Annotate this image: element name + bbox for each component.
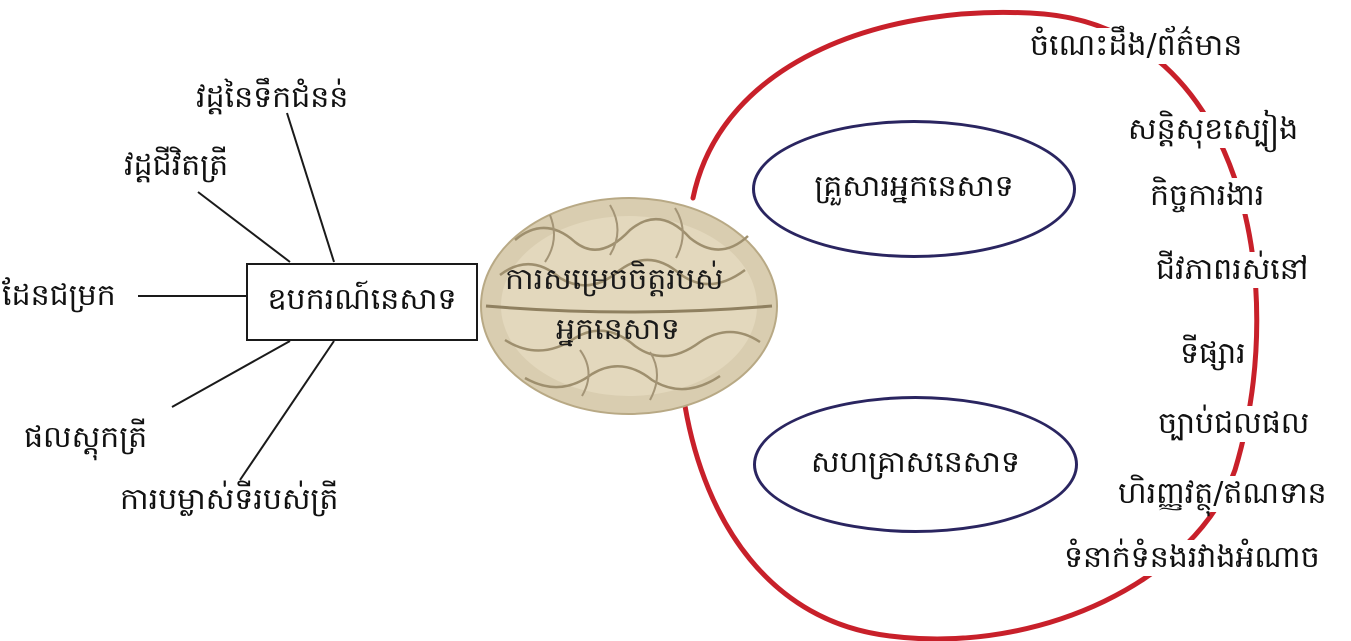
fishing-enterprise-ellipse: សហគ្រាសនេសាទ: [753, 396, 1078, 533]
connector-line: [287, 113, 334, 262]
right-item-livelihood: ជីវភាពរស់នៅ: [1156, 252, 1308, 288]
center-title-line-1: ការសម្រេចចិត្តរបស់: [505, 262, 723, 298]
right-item-power-relations: ទំនាក់ទំនងរវាងអំណាច: [1064, 540, 1320, 576]
right-item-fisheries-law: ច្បាប់ជលផល: [1158, 406, 1309, 442]
right-item-employment: កិច្ចការងារ: [1150, 178, 1264, 214]
left-item-fish-stock: ផលស្តុកត្រី: [24, 420, 147, 456]
connector-line: [172, 341, 290, 407]
center-title-line-2: អ្នកនេសាទ: [556, 312, 680, 348]
left-item-habitat: ដែនជម្រក: [2, 278, 116, 314]
right-item-finance-credit: ហិរញ្ញវត្ថុ/ឥណទាន: [1118, 476, 1327, 512]
fishing-gear-label: ឧបករណ៍នេសាទ: [268, 280, 457, 324]
fishing-enterprise-label: សហគ្រាសនេសាទ: [811, 443, 1020, 487]
fisher-household-label: គ្រួសារអ្នកនេសាទ: [814, 167, 1013, 211]
fisher-household-ellipse: គ្រួសារអ្នកនេសាទ: [752, 120, 1076, 258]
right-item-knowledge: ចំណេះដឹង/ព័ត៌មាន: [1030, 28, 1242, 64]
left-item-fish-life-cycle: វដ្តជីវិតត្រី: [124, 148, 228, 184]
right-item-market: ទីផ្សារ: [1180, 336, 1246, 372]
right-item-food-security: សន្តិសុខស្បៀង: [1128, 112, 1298, 148]
brain-image: [481, 198, 777, 414]
fishing-gear-box: ឧបករណ៍នេសាទ: [246, 263, 478, 341]
left-item-flood-cycle: វដ្តនៃទឹកជំនន់: [196, 80, 348, 116]
left-item-fish-migration: ការបម្លាស់ទីរបស់ត្រី: [120, 482, 338, 518]
connector-line: [198, 192, 290, 262]
